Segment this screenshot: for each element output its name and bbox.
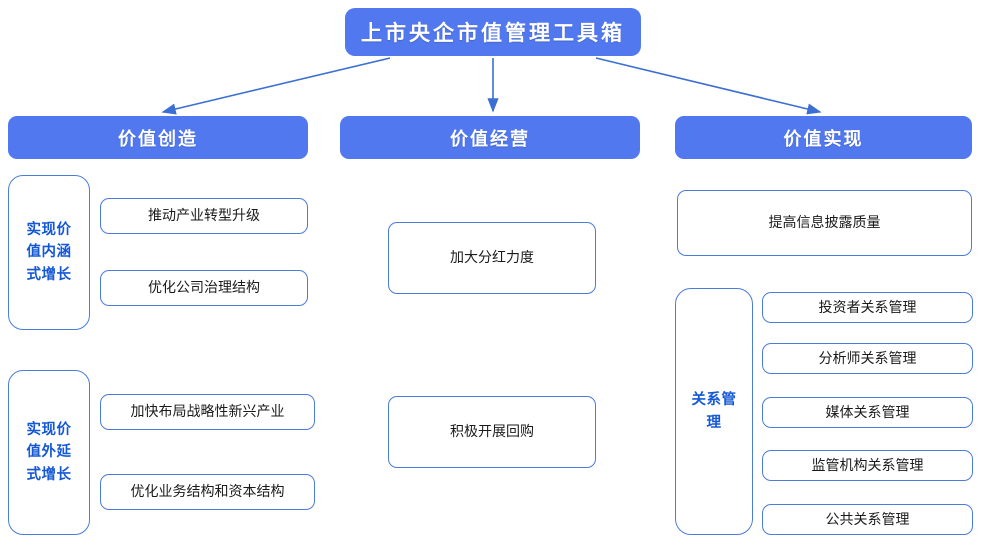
group-label-relations-management-text: 关系管理 bbox=[691, 392, 737, 431]
item-industry-transformation-upgrade: 推动产业转型升级 bbox=[100, 198, 308, 234]
item-public-relations: 公共关系管理 bbox=[762, 504, 973, 535]
group-label-extrinsic-growth: 实现价值外延式增长 bbox=[8, 370, 90, 535]
item-improve-information-disclosure: 提高信息披露质量 bbox=[677, 190, 972, 256]
group-label-extrinsic-growth-text: 实现价值外延式增长 bbox=[26, 421, 72, 483]
item-increase-dividends: 加大分红力度 bbox=[388, 222, 596, 294]
section-header-value-operation: 价值经营 bbox=[340, 116, 640, 159]
section-header-value-creation: 价值创造 bbox=[8, 116, 308, 159]
item-regulator-relations: 监管机构关系管理 bbox=[762, 450, 973, 481]
section-header-value-realization: 价值实现 bbox=[675, 116, 972, 159]
diagram-title-box: 上市央企市值管理工具箱 bbox=[345, 8, 641, 56]
item-share-buyback: 积极开展回购 bbox=[388, 396, 596, 468]
item-media-relations: 媒体关系管理 bbox=[762, 397, 973, 428]
item-investor-relations: 投资者关系管理 bbox=[762, 292, 973, 323]
item-optimize-corporate-governance: 优化公司治理结构 bbox=[100, 270, 308, 306]
group-label-intrinsic-growth-text: 实现价值内涵式增长 bbox=[26, 221, 72, 283]
item-strategic-emerging-industries: 加快布局战略性新兴产业 bbox=[100, 394, 315, 430]
item-optimize-business-capital-structure: 优化业务结构和资本结构 bbox=[100, 474, 315, 510]
group-label-intrinsic-growth: 实现价值内涵式增长 bbox=[8, 175, 90, 330]
group-label-relations-management: 关系管理 bbox=[675, 288, 753, 535]
item-analyst-relations: 分析师关系管理 bbox=[762, 343, 973, 374]
